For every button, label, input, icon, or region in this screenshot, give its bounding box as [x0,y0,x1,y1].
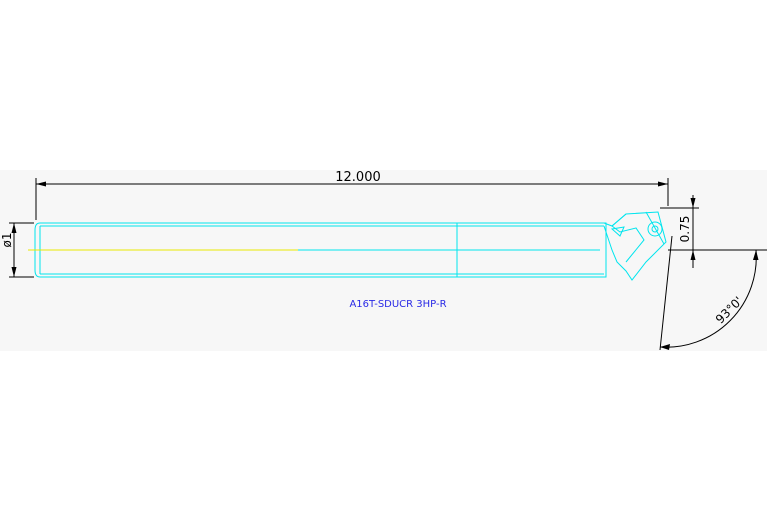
angle-dimension [659,235,767,351]
length-dimension [35,178,669,220]
length-dimension-label: 12.000 [335,170,381,185]
insert-screw-outer [647,221,663,237]
drawing-sheet [0,170,767,351]
part-number-label: A16T-SDUCR 3HP-R [349,299,446,310]
diameter-dimension [9,222,34,278]
cutting-head [603,211,667,281]
insert-screw-inner [651,225,659,233]
diameter-dimension-label: ø1 [0,233,14,248]
offset-dimension-label: 0.75 [678,216,692,243]
